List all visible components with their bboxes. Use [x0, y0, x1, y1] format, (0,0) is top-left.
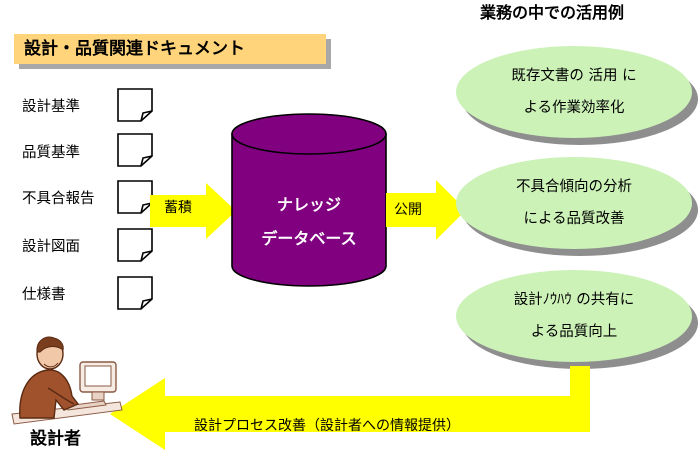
use-case-ellipse [456, 46, 692, 138]
designer-label: 設計者 [30, 429, 81, 449]
document-icon [117, 276, 153, 310]
use-case-text-line1: 不具合傾向の分析 [516, 179, 632, 195]
use-case-text-line2: よる品質向上 [530, 324, 618, 340]
section-title: 設計・品質関連ドキュメント [14, 34, 326, 64]
use-case-text-line2: による品質改善 [523, 211, 625, 227]
document-icon [117, 133, 153, 167]
knowledge-database-cylinder [231, 113, 387, 287]
document-icon [117, 180, 153, 214]
store-arrow [150, 183, 236, 239]
use-case-ellipse [456, 270, 692, 362]
publish-arrow [386, 180, 466, 240]
use-case-text-line1: 既存文書の 活用 に [511, 68, 637, 84]
use-case-text-line1: 設計ﾉｳﾊｳ の共有に [513, 292, 635, 308]
use-cases-title: 業務の中での活用例 [480, 3, 625, 22]
use-case-text-line2: よる作業効率化 [523, 100, 625, 116]
publish-arrow-label: 公開 [394, 202, 422, 218]
use-case-ellipse [456, 157, 692, 249]
feedback-arrow [110, 366, 590, 450]
document-label: 設計基準 [22, 99, 80, 115]
document-label: 品質基準 [22, 145, 80, 161]
document-label: 設計図面 [22, 239, 80, 255]
database-name-line1: ナレッジ [276, 195, 341, 214]
designer-at-computer-illustration [11, 336, 123, 425]
document-label: 不具合報告 [22, 191, 95, 207]
document-label: 仕様書 [22, 287, 66, 303]
document-icon [117, 88, 153, 122]
store-arrow-label: 蓄積 [164, 200, 192, 216]
database-name-line2: データベース [261, 229, 357, 248]
feedback-label: 設計プロセス改善（設計者への情報提供） [194, 418, 460, 434]
document-icon [117, 228, 153, 262]
